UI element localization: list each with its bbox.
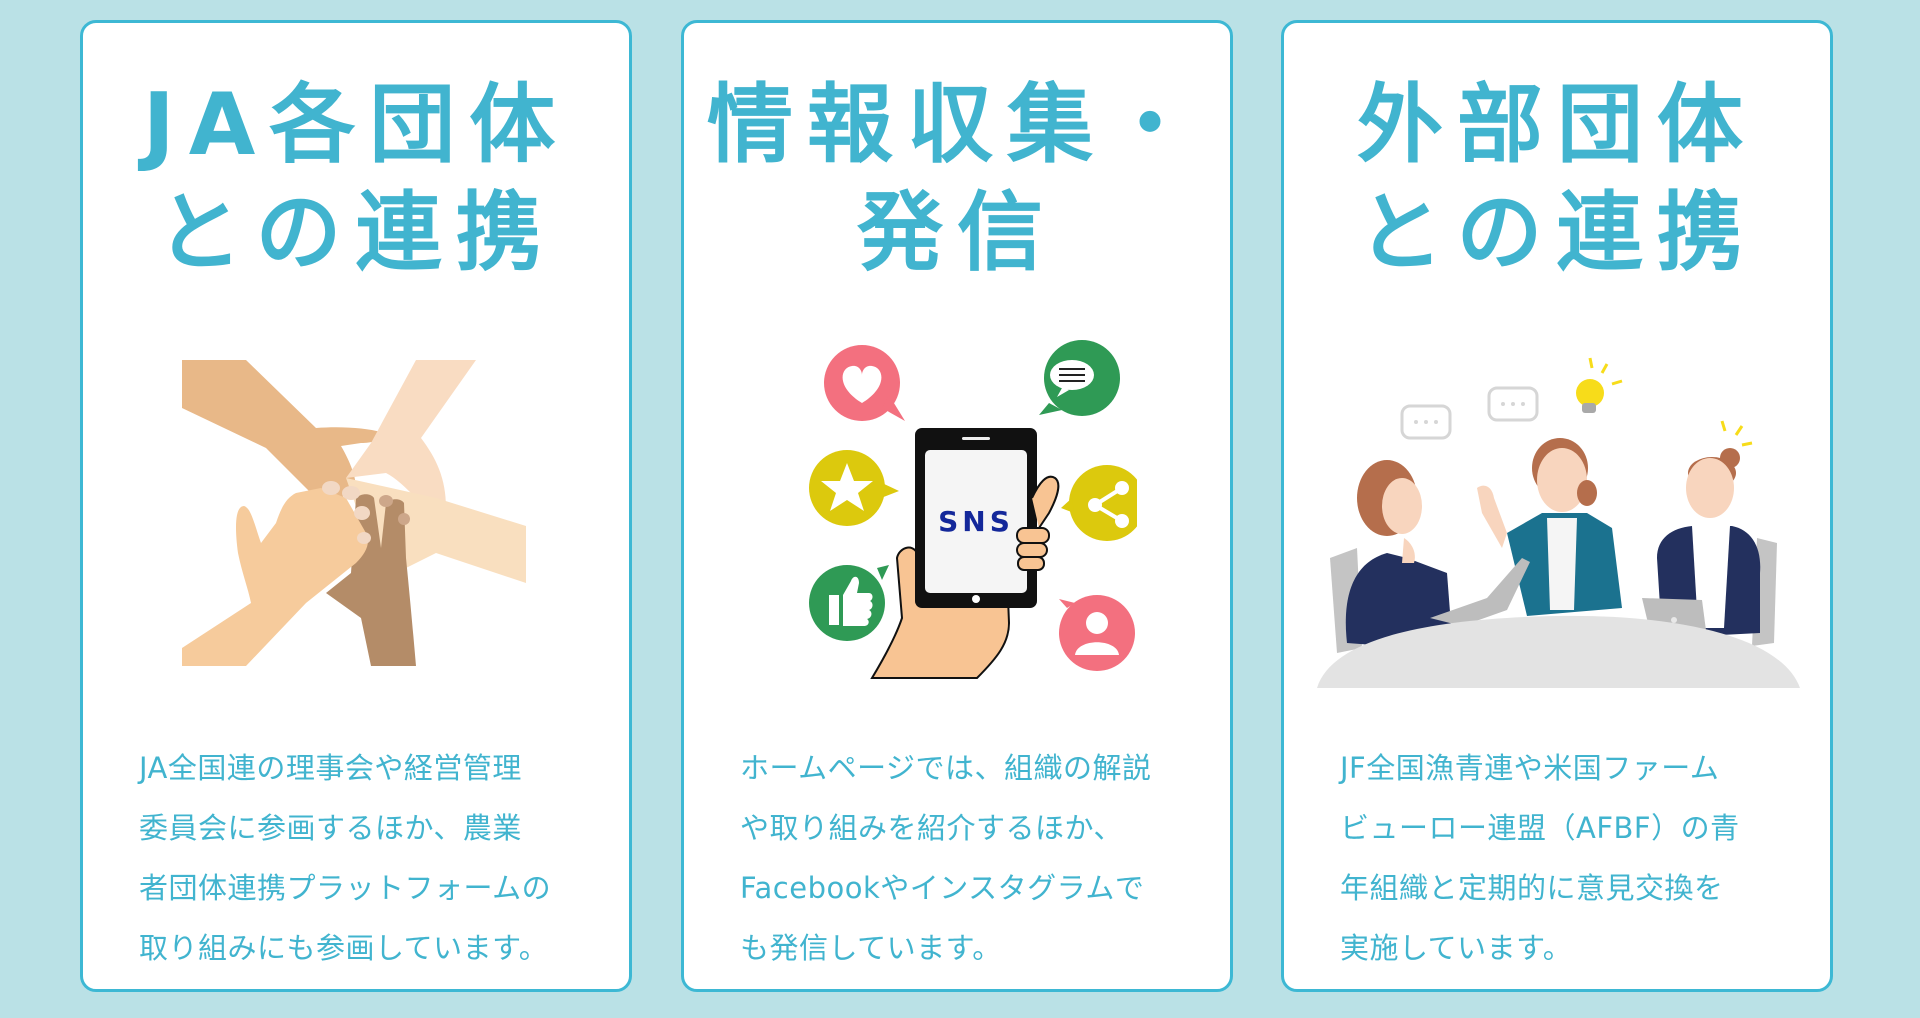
thumbs-up-bubble-icon <box>809 565 889 641</box>
description-line: 委員会に参画するほか、農業 <box>139 811 522 845</box>
lightbulb-icon <box>1576 357 1623 413</box>
share-bubble-icon <box>1061 465 1145 541</box>
speech-bubble-icon <box>1400 386 1539 440</box>
card-description: JA全国連の理事会や経営管理 委員会に参画するほか、農業 者団体連携プラットフォ… <box>139 738 589 978</box>
sns-smartphone-illustration: SNS <box>777 333 1145 697</box>
description-line: や取り組みを紹介するほか、 <box>740 811 1123 845</box>
card-title: JA各団体 との連携 <box>83 71 629 287</box>
card-title: 情報収集・ 発信 <box>684 71 1230 287</box>
description-line: 実施しています。 <box>1340 931 1573 965</box>
description-line: JA全国連の理事会や経営管理 <box>139 751 522 785</box>
description-line: 取り組みにも参画しています。 <box>139 931 549 965</box>
star-bubble-icon <box>809 450 899 526</box>
chat-bubble-icon <box>1039 340 1120 416</box>
title-line: 情報収集・ <box>707 75 1207 175</box>
description-line: 年組織と定期的に意見交換を <box>1340 871 1724 905</box>
person-bubble-icon <box>1059 595 1135 671</box>
description-line: 者団体連携プラットフォームの <box>139 871 552 905</box>
card-information-sns: 情報収集・ 発信 <box>681 20 1233 992</box>
card-external-organizations: 外部団体 との連携 <box>1281 20 1833 992</box>
description-line: Facebookやインスタグラムで <box>740 871 1145 905</box>
card-description: JF全国漁青連や米国ファーム ビューロー連盟（AFBF）の青 年組織と定期的に意… <box>1340 738 1790 978</box>
title-line: 発信 <box>857 183 1057 283</box>
card-description: ホームページでは、組織の解説 や取り組みを紹介するほか、 Facebookやイン… <box>740 738 1190 978</box>
stacked-hands-illustration <box>176 348 536 672</box>
title-line: との連携 <box>1357 183 1757 283</box>
description-line: JF全国漁青連や米国ファーム <box>1340 751 1720 785</box>
title-line: JA各団体 <box>142 75 570 175</box>
smartphone-icon: SNS <box>915 428 1037 608</box>
team-meeting-illustration <box>1312 348 1802 692</box>
heart-bubble-icon <box>824 345 905 421</box>
svg-text:SNS: SNS <box>938 505 1014 538</box>
card-title: 外部団体 との連携 <box>1284 71 1830 287</box>
title-line: との連携 <box>156 183 556 283</box>
description-line: も発信しています。 <box>740 931 1002 965</box>
title-line: 外部団体 <box>1357 75 1757 175</box>
description-line: ホームページでは、組織の解説 <box>740 751 1152 785</box>
card-ja-organizations: JA各団体 との連携 JA全国連の理事会や経営管理 委員会に参画するほか、農業 … <box>80 20 632 992</box>
description-line: ビューロー連盟（AFBF）の青 <box>1340 811 1740 845</box>
